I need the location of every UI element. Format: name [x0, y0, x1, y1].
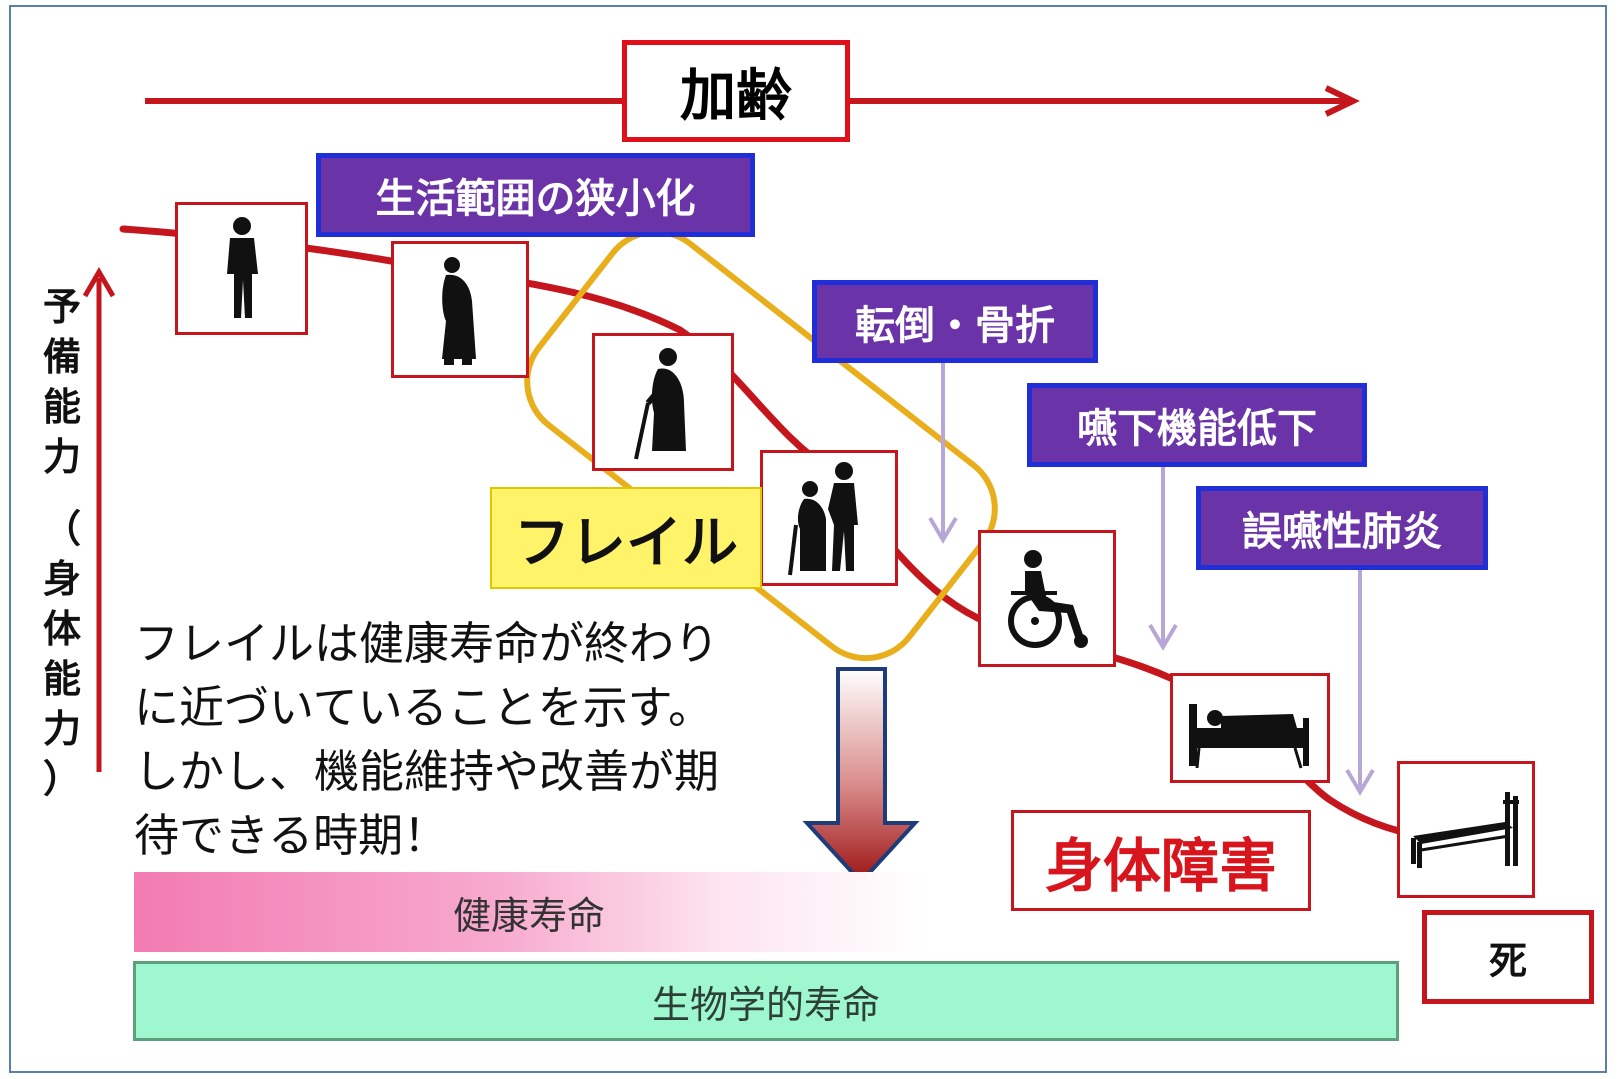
death-label: 死 [1422, 910, 1594, 1004]
label-swallowing-decline: 嚥下機能低下 [1027, 383, 1367, 467]
reserve-capacity-axis-label: 予 備 能 力 （ 身 体 能 力 ） [40, 282, 84, 804]
wheelchair-icon [1008, 549, 1088, 648]
label-fall-fracture: 転倒・骨折 [812, 280, 1098, 363]
bedridden-person-icon [1189, 704, 1309, 769]
explanation-line: 待できる時期！ [134, 809, 449, 862]
axis-char: 力 [42, 707, 81, 751]
biological-lifespan-bar: 生物学的寿命 [133, 961, 1399, 1041]
person-with-cane-icon [634, 348, 686, 460]
explanation-line: に近づいていることを示す。 [134, 681, 714, 734]
diagram-frame [9, 5, 1607, 1073]
stage-1-image [175, 202, 308, 335]
axis-char: 予 [42, 285, 81, 329]
standing-person-icon [226, 216, 258, 318]
assisted-walking-icon [788, 462, 858, 576]
axis-char: 力 [42, 435, 81, 479]
axis-char: 能 [42, 385, 81, 429]
reserve-capacity-arrow [82, 267, 116, 772]
stage-5-image [978, 530, 1116, 667]
event-arrows [928, 363, 1375, 796]
axis-char: 能 [42, 657, 81, 701]
explanation-line: フレイルは健康寿命が終わり [134, 617, 720, 670]
stage-6-image [1170, 673, 1330, 783]
label-living-range-narrowing: 生活範囲の狭小化 [316, 153, 755, 237]
axis-char: ） [42, 757, 81, 801]
stage-2-image [391, 241, 529, 378]
healthy-life-expectancy-bar: 健康寿命 [134, 872, 924, 952]
empty-bed-icon [1411, 791, 1519, 868]
stage-7-image [1397, 761, 1535, 898]
healthy-life-expectancy-label: 健康寿命 [452, 893, 605, 938]
stage-3-image [592, 333, 734, 471]
improvement-down-arrow [802, 667, 920, 885]
stooped-person-icon [442, 256, 476, 365]
frail-label: フレイル [490, 487, 762, 589]
stage-4-image [760, 450, 898, 586]
axis-char: 体 [42, 607, 81, 651]
axis-char: 身 [42, 557, 81, 601]
physical-disability-label: 身体障害 [1011, 810, 1311, 911]
explanation-text: フレイルは健康寿命が終わり に近づいていることを示す。 しかし、機能維持や改善が… [134, 612, 794, 868]
explanation-line: しかし、機能維持や改善が期 [134, 745, 720, 798]
aging-title: 加齢 [622, 40, 850, 142]
axis-char: 備 [42, 335, 81, 379]
aging-arrow [145, 85, 1360, 117]
label-aspiration-pneumonia: 誤嚥性肺炎 [1196, 486, 1488, 570]
biological-lifespan-label: 生物学的寿命 [651, 982, 880, 1027]
axis-char: （ [42, 507, 81, 551]
